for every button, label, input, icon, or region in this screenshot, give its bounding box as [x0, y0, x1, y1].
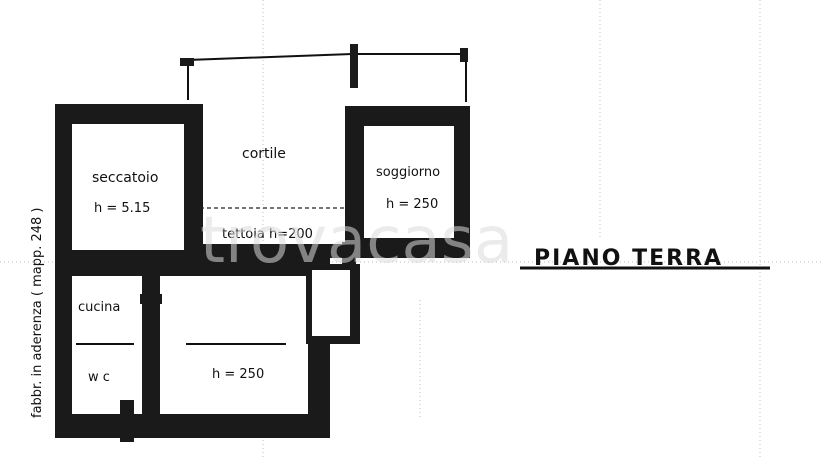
- tettoia-base-wall: [200, 244, 350, 258]
- label-tettoia: tettoia h=200: [222, 227, 313, 242]
- room-seccatoio: [55, 104, 203, 266]
- floor-title: PIANO TERRA: [534, 246, 723, 271]
- label-wc: w c: [88, 370, 110, 385]
- watermark: trovacasa: [200, 204, 513, 278]
- floor-title-block: PIANO TERRA: [520, 246, 770, 271]
- label-cucina: cucina: [78, 300, 120, 315]
- label-room-height: h = 250: [212, 367, 264, 382]
- label-soggiorno: soggiorno: [376, 165, 440, 180]
- cortile-outline: [180, 44, 468, 102]
- label-seccatoio-height: h = 5.15: [94, 201, 150, 216]
- side-note: fabbr. in aderenza ( mapp. 248 ): [30, 207, 45, 418]
- room-soggiorno: [345, 106, 470, 258]
- label-cortile: cortile: [242, 146, 286, 162]
- lower-block: [55, 258, 360, 442]
- tettoia-column: [342, 242, 356, 264]
- label-seccatoio: seccatoio: [92, 170, 158, 186]
- label-soggiorno-height: h = 250: [386, 197, 438, 212]
